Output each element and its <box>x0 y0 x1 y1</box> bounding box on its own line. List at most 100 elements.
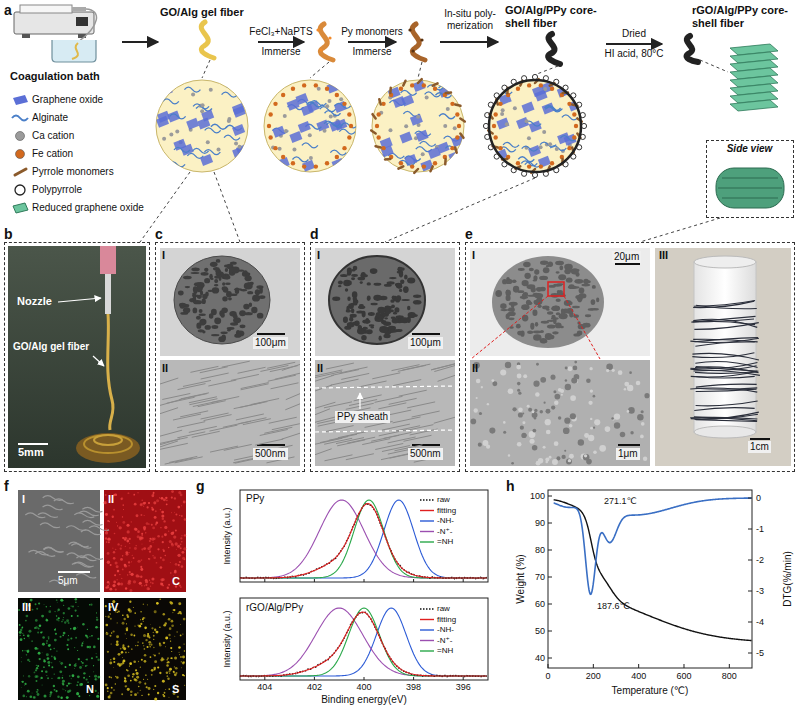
axis-tick: 200 <box>586 671 601 681</box>
panel-frame: bNozzleGO/Alg gel fiber5mm <box>4 242 150 472</box>
axis-tick: 800 <box>722 671 737 681</box>
legend-sample <box>13 203 28 213</box>
legend-swatch <box>420 521 434 522</box>
legend-text: Graphene oxide <box>32 94 103 106</box>
axis-title: Intensity (a.u.) <box>222 507 232 564</box>
legend-text: Ca cation <box>32 130 74 142</box>
legend-sample <box>420 629 434 630</box>
panel-frame: dI100μmIIPPy sheath500nm <box>310 242 460 472</box>
stage-box: rGO/Alg/PPy core-shell fiber <box>672 4 796 64</box>
scale-label: 20μm <box>612 251 641 263</box>
process-label: HI acid, 80°C <box>604 48 663 60</box>
syringe-pump <box>14 5 96 42</box>
axis-tick: -2 <box>756 555 764 565</box>
legend-sample <box>16 132 25 141</box>
legend-sample <box>420 640 434 641</box>
panel-frame: cI100μmII500nm <box>155 242 305 472</box>
chart-title: PPy <box>246 493 264 505</box>
panel-letter: c <box>155 226 163 242</box>
axis-tick: 398 <box>406 682 421 692</box>
axis-tick: 50 <box>535 626 545 636</box>
side-view-box: Side view <box>706 140 794 218</box>
stage-box: GO/Alg/PPy core-shell fiber <box>505 4 605 64</box>
legend-swatch <box>420 609 434 610</box>
legend-sample <box>15 185 25 195</box>
legend-swatch <box>15 169 26 175</box>
axis-tick: 402 <box>307 682 322 692</box>
axis-tick: 400 <box>356 682 371 692</box>
stage-label: rGO/Alg/PPy core-shell fiber <box>692 4 792 29</box>
process-label: In-situ poly- merization <box>435 8 505 31</box>
image-number: I <box>22 493 25 506</box>
element-label: N <box>86 683 94 696</box>
image-number: IV <box>108 601 118 614</box>
legend-text: Fe cation <box>32 148 73 160</box>
legend-text: -N⁺- <box>437 527 452 536</box>
process-label: Immerse <box>262 46 301 58</box>
rgo-fiber-sketch <box>730 44 778 111</box>
scale-label: 100μm <box>253 337 288 349</box>
photo-label: GO/Alg gel fiber <box>13 341 89 353</box>
image-number: II <box>317 362 323 375</box>
panel-letter: e <box>465 226 473 242</box>
legend-swatch <box>420 500 434 501</box>
peak-annotation: 271.1℃ <box>604 496 637 506</box>
fiber-cross-section <box>264 80 357 172</box>
axis-tick: 600 <box>676 671 691 681</box>
legend-sample <box>15 169 26 175</box>
fiber-cross-section <box>483 74 586 177</box>
image-number: I <box>472 249 475 262</box>
legend-swatch <box>420 510 434 511</box>
legend-sample <box>420 541 434 542</box>
process-label: Py monomers <box>341 26 403 38</box>
chart-title: rGO/Alg/PPy <box>246 602 303 614</box>
process-label: Dried <box>622 28 646 40</box>
process-label: Immerse <box>353 46 392 58</box>
legend-swatch <box>12 116 28 121</box>
legend-text: Polypyrrole <box>32 184 82 196</box>
legend-text: Pyrrole monomers <box>32 166 114 178</box>
axis-tick: 80 <box>535 545 545 555</box>
axis-title: DTG(%/min) <box>782 551 794 607</box>
axis-tick: -4 <box>756 617 764 627</box>
panel-letter: g <box>196 478 205 494</box>
legend-text: =NH <box>437 537 453 546</box>
panel-letter: h <box>506 478 515 494</box>
image-number: II <box>108 493 114 506</box>
axis-title: Weight (%) <box>515 554 527 603</box>
process-arrows <box>258 42 662 44</box>
fiber-cross-section <box>371 79 465 173</box>
process-label: FeCl₃+NaPTS <box>249 26 312 38</box>
legend-sample <box>420 650 434 651</box>
photo-label: Nozzle <box>17 295 52 308</box>
panel-letter: a <box>4 2 12 18</box>
wound-fiber-photo <box>655 248 791 466</box>
axis-title: Temperature (℃) <box>612 685 689 697</box>
process-arrow <box>122 41 158 43</box>
image-number: II <box>162 362 168 375</box>
sem-images-d <box>315 248 455 466</box>
legend-swatch <box>13 95 28 105</box>
legend-text: fitting <box>437 615 456 624</box>
legend-sample <box>420 499 434 500</box>
legend-text: Reduced graphene oxide <box>32 202 144 214</box>
legend-swatch <box>420 651 434 652</box>
panel-letter: b <box>4 226 13 242</box>
legend-swatch <box>420 542 434 543</box>
legend-sample <box>420 608 434 609</box>
image-number: I <box>317 249 320 262</box>
axis-tick: 60 <box>535 599 545 609</box>
axis-tick: 100 <box>530 491 545 501</box>
legend-swatch <box>16 150 25 159</box>
peak-annotation: 187.6℃ <box>597 601 630 611</box>
axis-tick: 396 <box>456 682 471 692</box>
panel-letter: d <box>310 226 319 242</box>
axis-title: Binding energy(eV) <box>321 694 407 706</box>
legend-sample <box>13 95 28 105</box>
legend-text: fitting <box>437 506 456 515</box>
axis-tick: 90 <box>535 518 545 528</box>
